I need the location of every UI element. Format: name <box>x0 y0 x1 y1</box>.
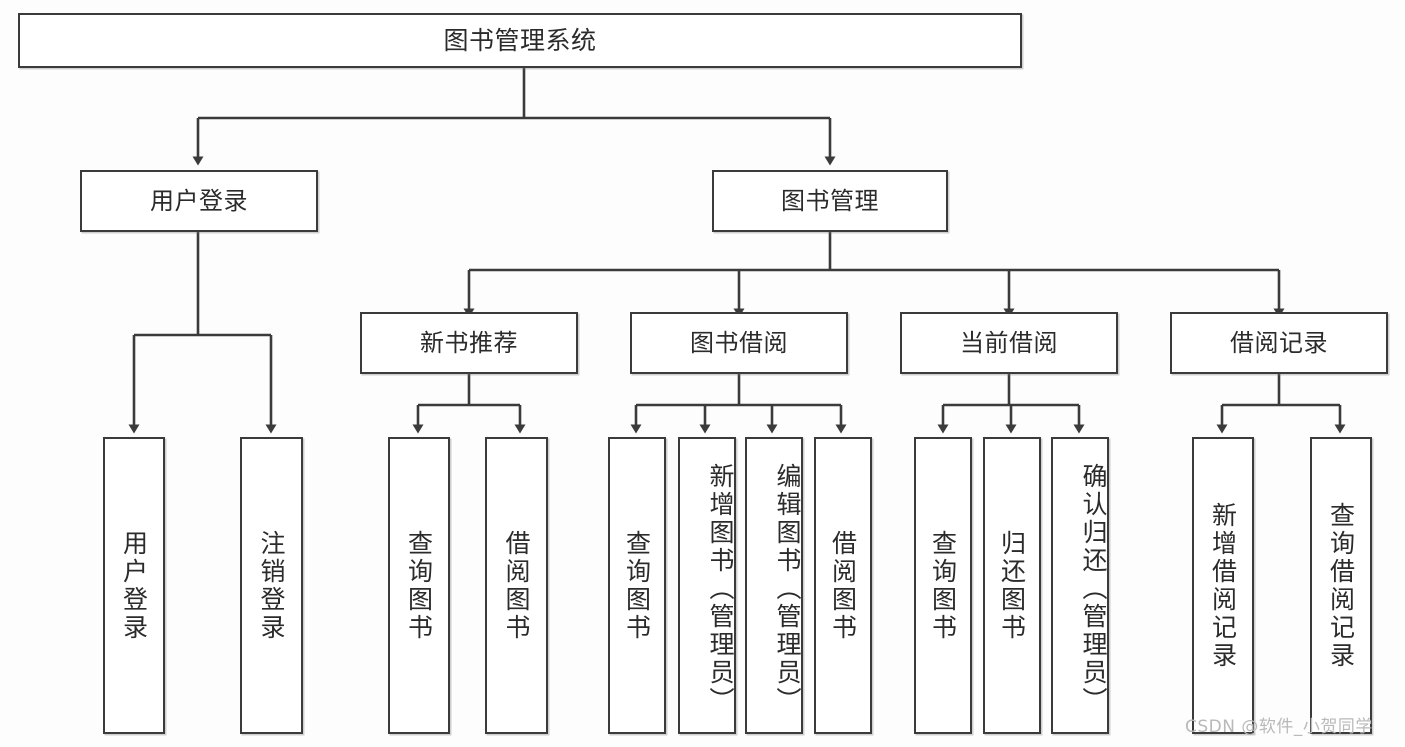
node-leaf-user-logout[interactable]: 注销登录 <box>240 437 303 734</box>
node-leaf-query-record[interactable]: 查询借阅记录 <box>1310 437 1372 734</box>
node-new-book-recommend[interactable]: 新书推荐 <box>360 312 578 374</box>
node-user-login[interactable]: 用户登录 <box>80 170 318 232</box>
node-book-borrow[interactable]: 图书借阅 <box>630 312 848 374</box>
node-leaf-query-book-1[interactable]: 查询图书 <box>388 437 450 734</box>
node-root[interactable]: 图书管理系统 <box>18 13 1022 68</box>
node-leaf-query-book-2[interactable]: 查询图书 <box>608 437 666 734</box>
node-leaf-edit-book[interactable]: 编辑图书（管理员） <box>745 437 803 734</box>
node-leaf-borrow-book-2[interactable]: 借阅图书 <box>814 437 872 734</box>
node-leaf-query-book-3[interactable]: 查询图书 <box>914 437 972 734</box>
node-leaf-add-book[interactable]: 新增图书（管理员） <box>678 437 736 734</box>
watermark: CSDN @软件_小贺同学 <box>1185 717 1373 737</box>
node-leaf-confirm-return[interactable]: 确认归还（管理员） <box>1051 437 1109 734</box>
node-leaf-add-record[interactable]: 新增借阅记录 <box>1192 437 1254 734</box>
node-leaf-borrow-book-1[interactable]: 借阅图书 <box>485 437 548 734</box>
node-current-borrow[interactable]: 当前借阅 <box>900 312 1118 374</box>
node-leaf-user-login[interactable]: 用户登录 <box>103 437 165 734</box>
node-book-manage[interactable]: 图书管理 <box>712 170 948 232</box>
node-borrow-record[interactable]: 借阅记录 <box>1170 312 1388 374</box>
node-leaf-return-book[interactable]: 归还图书 <box>983 437 1041 734</box>
